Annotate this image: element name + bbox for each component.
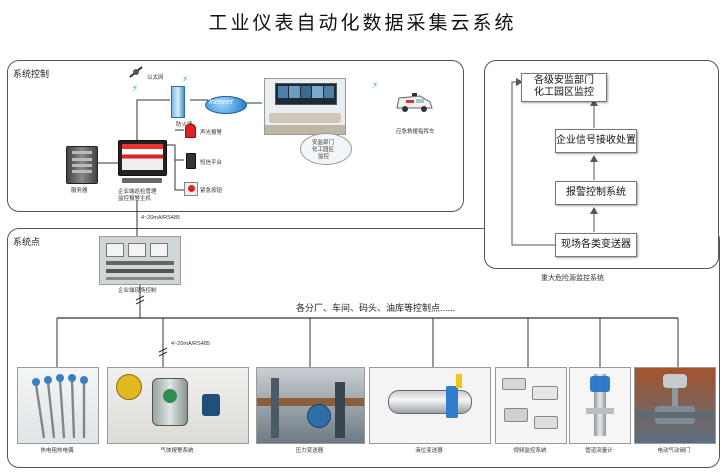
cabinet-label: 企业端现场控制: [118, 288, 157, 294]
alarm-sound-label: 声光报警: [200, 130, 223, 136]
control-cabinet-image: [99, 236, 181, 285]
hazard-system-caption: 重大危险源监控系统: [541, 275, 604, 282]
device-label: 管道流量计: [585, 448, 613, 454]
emergency-stop-label: 紧急按钮: [200, 188, 223, 194]
internet-icon: [205, 96, 247, 114]
rescue-label: 应急救援指挥车: [396, 129, 435, 135]
device-pressure-transmitter-image: [256, 367, 365, 444]
keyboard-icon: [122, 178, 162, 183]
firewall-icon: [171, 86, 185, 118]
server-label: 服务器: [71, 188, 88, 194]
device-label: 气体报警系统: [160, 448, 194, 454]
flow-box-supervision: 各级安监部门 化工园区监控: [521, 73, 607, 102]
device-video-surveillance-image: [495, 367, 567, 444]
sms-label: 短信平台: [200, 160, 223, 166]
phone-icon: [186, 153, 196, 169]
device-level-transmitter-image: [369, 367, 491, 444]
system-control-panel: [7, 60, 464, 212]
system-points-label: 系统点: [13, 237, 41, 247]
host-label-1: 企业端巡检管理: [118, 189, 157, 195]
protocol-label-top: 4~20mA/RS485: [141, 215, 180, 221]
firewall-label: 防火墙: [176, 122, 193, 128]
device-label: 压力变送器: [295, 448, 324, 454]
signal-icon: ⚡: [182, 74, 189, 84]
antenna-icon: [128, 65, 144, 78]
control-room-image: [264, 78, 346, 135]
device-label: 电动气动阀门: [657, 448, 691, 454]
ethernet-label: 以太网: [147, 75, 164, 81]
cloud-label-1: 安监部门: [312, 140, 335, 146]
device-thermocouple-image: [17, 367, 99, 444]
flow-box-signal-receive: 企业信号接收处置: [555, 129, 637, 153]
emergency-button-icon: [184, 182, 198, 196]
signal-icon: ⚡: [372, 80, 379, 90]
page-title: 工业仪表自动化数据采集云系统: [208, 13, 517, 34]
system-control-label: 系统控制: [13, 69, 50, 79]
flow-box-supervision-line-2: 化工园区监控: [534, 87, 594, 98]
device-label: 热电阻热电偶: [40, 448, 74, 454]
internet-label: Internet: [209, 99, 233, 106]
rescue-vehicle-icon: [394, 92, 434, 114]
cloud-icon: [300, 133, 352, 165]
flow-box-alarm-control: 报警控制系统: [555, 181, 637, 205]
server-icon: [66, 146, 98, 184]
device-flowmeter-image: [569, 367, 631, 444]
device-label: 视频监控系统: [513, 448, 547, 454]
alarm-light-icon: [185, 124, 196, 138]
flow-box-field-transmitters: 现场各类变送器: [555, 233, 637, 257]
device-gas-alarm-image: [107, 367, 249, 444]
monitor-icon: [118, 140, 167, 176]
device-valve-image: [634, 367, 716, 444]
cloud-label-2: 化工园区: [312, 147, 335, 153]
protocol-label-mid: 4~20mA/RS485: [171, 341, 210, 347]
cloud-label-3: 监控: [318, 154, 330, 160]
flow-box-supervision-line-1: 各级安监部门: [534, 75, 594, 86]
branch-label: 各分厂、车间、码头、油库等控制点......: [296, 303, 456, 313]
host-label-2: 监控报警主机: [118, 196, 152, 202]
signal-icon: ⚡: [132, 83, 139, 93]
device-label: 液位变送器: [415, 448, 443, 454]
